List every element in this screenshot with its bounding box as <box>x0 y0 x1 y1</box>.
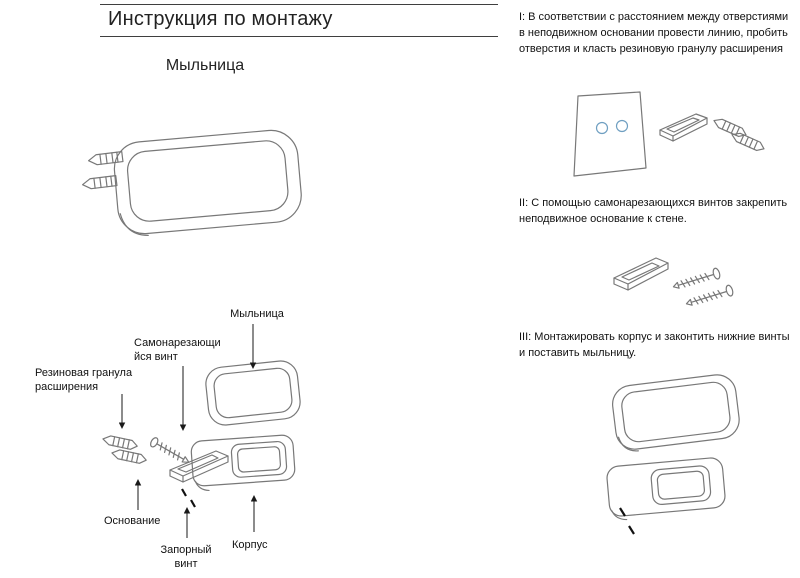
step2-drawing <box>613 257 735 310</box>
rubber-anchor-icon <box>711 115 749 140</box>
label-locking-screw: Запорный винт <box>160 544 212 571</box>
step1-drawing <box>573 91 767 177</box>
soap-dish-icon <box>612 374 740 452</box>
base-bracket-icon <box>169 450 229 483</box>
soap-dish-icon <box>205 360 301 426</box>
label-rubber-granule: Резиновая гранула расширения <box>35 367 133 394</box>
drill-hole-icon <box>615 119 629 133</box>
page-title: Инструкция по монтажу <box>108 8 333 30</box>
base-bracket-icon <box>613 257 669 291</box>
rubber-anchor-icon <box>101 433 139 452</box>
soap-dish-overview-drawing <box>81 129 302 237</box>
step3-text: III: Монтажировать корпус и законтить ни… <box>519 331 790 359</box>
step3-drawing <box>606 374 740 535</box>
locking-screws-icon <box>181 488 196 508</box>
self-tapping-screw-icon <box>684 283 735 310</box>
drill-hole-icon <box>595 121 609 135</box>
wall-anchor-icon <box>87 151 124 167</box>
body-housing-icon <box>606 457 726 521</box>
rubber-anchor-icon <box>729 129 767 154</box>
wall-anchor-icon <box>81 175 118 191</box>
soap-dish-icon <box>113 129 302 237</box>
marking-plate-icon <box>573 91 647 177</box>
title-rule-top <box>100 4 498 5</box>
label-self-tapping-screw: Самонарезающи йся винт <box>134 337 221 364</box>
exploded-view-drawing <box>101 324 301 538</box>
self-tapping-screw-icon <box>671 266 722 293</box>
product-name: Мыльница <box>165 57 245 74</box>
title-rule-bottom <box>100 36 498 37</box>
step2-text: II: С помощью самонарезающихся винтов за… <box>519 197 788 225</box>
step1-text: I: В соответствии с расстоянием между от… <box>519 11 789 55</box>
rubber-anchor-icon <box>110 447 148 466</box>
label-body: Корпус <box>232 539 268 551</box>
body-housing-icon <box>190 434 296 492</box>
self-tapping-screw-icon <box>150 437 190 463</box>
base-bracket-icon <box>659 113 708 142</box>
label-soap-dish: Мыльница <box>230 308 284 320</box>
locking-screws-icon <box>619 507 635 535</box>
callout-arrows <box>118 324 258 538</box>
label-base: Основание <box>104 515 161 527</box>
